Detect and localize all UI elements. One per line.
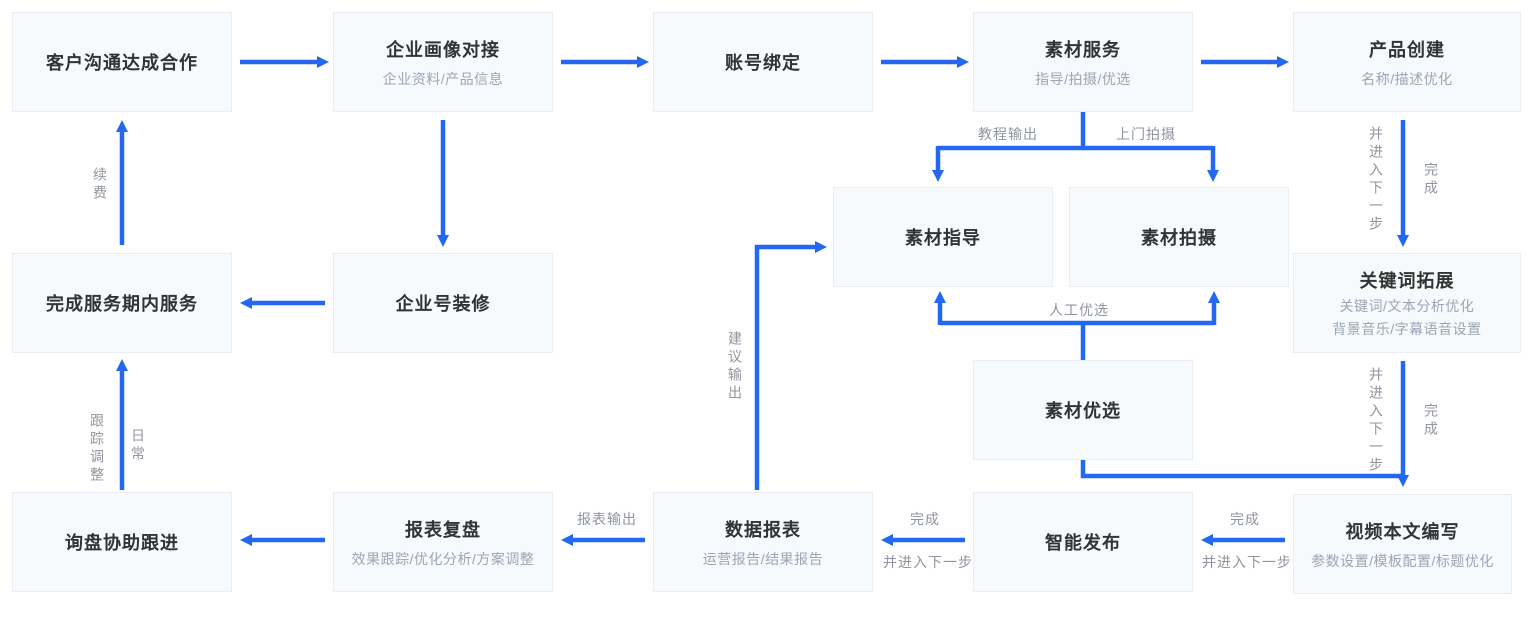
node-material-select: 素材优选 [973,360,1193,460]
edge-label-complete-4: 完成 [1230,511,1260,527]
edge-label-and-next-1: 并进入下一步 [1368,126,1384,234]
node-profile-subtitle: 企业资料/产品信息 [382,70,504,87]
edge-label-manual-select: 人工优选 [1049,302,1109,318]
node-data-report-title: 数据报表 [725,519,801,540]
node-smart-publish: 智能发布 [973,492,1193,592]
node-report-review-title: 报表复盘 [405,519,481,540]
edge-label-complete-1: 完成 [1423,162,1439,198]
edge-label-onsite-shoot: 上门拍摄 [1116,126,1176,142]
node-report-review: 报表复盘 效果跟踪/优化分析/方案调整 [333,492,553,592]
line-material-select-join [1080,460,1403,479]
node-communicate: 客户沟通达成合作 [12,12,232,112]
node-account-decorate-title: 企业号装修 [395,294,491,314]
node-material-service-title: 素材服务 [1045,39,1121,60]
edge-label-advice-output: 建议输出 [727,331,743,403]
node-profile: 企业画像对接 企业资料/产品信息 [333,12,553,112]
node-communicate-title: 客户沟通达成合作 [46,53,198,73]
node-product-create: 产品创建 名称/描述优化 [1293,12,1521,112]
node-video-script: 视频本文编写 参数设置/模板配置/标题优化 [1293,494,1512,594]
edge-label-and-next-3: 并进入下一步 [883,554,973,570]
edge-label-track-adjust: 跟踪调整 [89,413,105,485]
node-video-script-subtitle: 参数设置/模板配置/标题优化 [1311,552,1494,569]
edge-label-daily: 日常 [130,428,146,464]
node-report-review-subtitle: 效果跟踪/优化分析/方案调整 [351,550,535,567]
node-inquiry-title: 询盘协助跟进 [65,533,179,553]
node-profile-title: 企业画像对接 [386,39,500,60]
node-product-create-subtitle: 名称/描述优化 [1361,70,1453,87]
node-material-guide-title: 素材指导 [905,228,981,248]
edge-label-and-next-2: 并进入下一步 [1368,367,1384,475]
node-data-report: 数据报表 运营报告/结果报告 [653,492,873,592]
edge-label-renew: 续费 [92,167,108,203]
arrow-data-report-to-material-guide [754,241,827,490]
edge-label-tutorial-output: 教程输出 [978,126,1038,142]
node-material-service-subtitle: 指导/拍摄/优选 [1035,70,1131,87]
node-material-shoot: 素材拍摄 [1069,187,1289,287]
node-keyword-expand: 关键词拓展 关键词/文本分析优化 背景音乐/字幕语音设置 [1293,253,1521,353]
node-keyword-expand-subtitle: 关键词/文本分析优化 [1339,298,1475,314]
node-service-done-title: 完成服务期内服务 [46,294,198,314]
node-product-create-title: 产品创建 [1369,39,1445,60]
edge-label-report-output: 报表输出 [577,511,637,527]
edge-label-complete-2: 完成 [1423,403,1439,439]
node-material-service: 素材服务 指导/拍摄/优选 [973,12,1193,112]
node-material-shoot-title: 素材拍摄 [1141,228,1217,248]
node-material-select-title: 素材优选 [1045,401,1121,421]
node-bind: 账号绑定 [653,12,873,112]
node-material-guide: 素材指导 [833,187,1053,287]
node-account-decorate: 企业号装修 [333,253,553,353]
node-inquiry: 询盘协助跟进 [12,492,232,592]
edge-label-complete-3: 完成 [910,511,940,527]
node-keyword-expand-subtitle2: 背景音乐/字幕语音设置 [1332,321,1482,337]
node-bind-title: 账号绑定 [725,53,801,73]
node-service-done: 完成服务期内服务 [12,253,232,353]
node-video-script-title: 视频本文编写 [1345,521,1460,542]
node-smart-publish-title: 智能发布 [1045,533,1121,553]
node-keyword-expand-title: 关键词拓展 [1359,271,1455,291]
node-data-report-subtitle: 运营报告/结果报告 [702,550,824,567]
edge-label-and-next-4: 并进入下一步 [1202,554,1292,570]
